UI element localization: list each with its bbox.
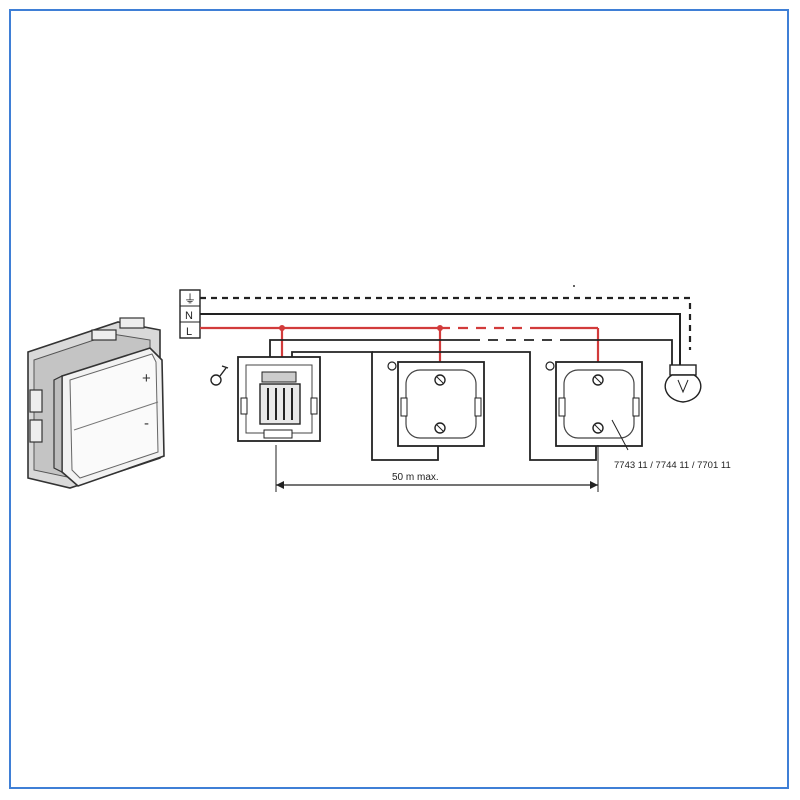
control-wire-2 <box>372 351 597 461</box>
distance-dimension: 50 m max. <box>275 445 599 492</box>
push-button-mechanism-1 <box>387 361 485 447</box>
neutral-wire <box>200 313 681 365</box>
terminal-block: ⏚ N L <box>179 289 201 339</box>
dimmer-mechanism <box>237 356 321 442</box>
ground-icon: ⏚ <box>184 292 196 306</box>
earth-wire <box>200 296 692 350</box>
dimmer-product-illustration: + - <box>27 317 165 489</box>
distance-label: 50 m max. <box>392 472 439 483</box>
neutral-label: N <box>185 310 193 322</box>
dimmer-plus-label: + <box>142 370 151 387</box>
live-label: L <box>186 326 192 338</box>
lamp-icon <box>664 364 702 403</box>
dimmer-symbol-icon <box>210 365 229 386</box>
dimmer-minus-label: - <box>144 415 149 432</box>
load-wire-end <box>560 339 673 372</box>
push-button-mechanism-2 <box>545 361 643 451</box>
part-numbers-label: 7743 11 / 7744 11 / 7701 11 <box>614 460 731 471</box>
